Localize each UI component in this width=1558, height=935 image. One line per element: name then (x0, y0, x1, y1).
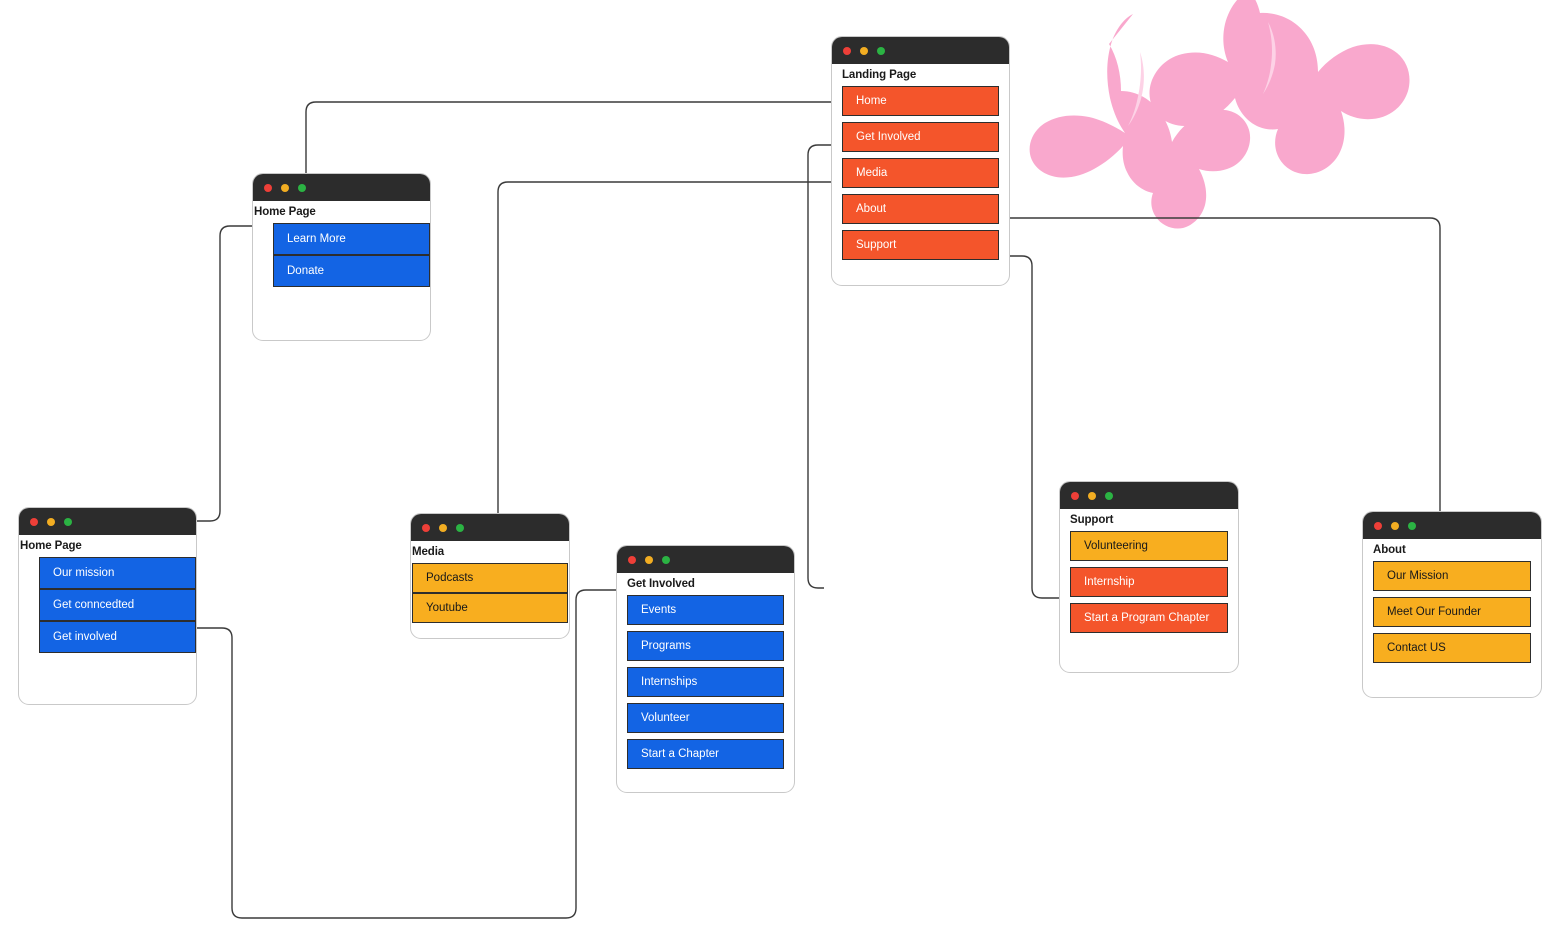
card-body: Media Podcasts Youtube (411, 546, 569, 633)
wire-home-left-to-get-involved (196, 589, 616, 919)
card-about[interactable]: About Our Mission Meet Our Founder Conta… (1362, 511, 1542, 698)
nav-button-contact-us[interactable]: Contact US (1373, 633, 1531, 663)
nav-button-about[interactable]: About (842, 194, 999, 224)
nav-button-internships[interactable]: Internships (627, 667, 784, 697)
nav-button-list: Volunteering Internship Start a Program … (1070, 531, 1228, 633)
titlebar (832, 37, 1009, 64)
card-body: Landing Page Home Get Involved Media Abo… (832, 69, 1009, 274)
maximize-dot-icon[interactable] (877, 46, 885, 55)
nav-button-programs[interactable]: Programs (627, 631, 784, 661)
minimize-dot-icon[interactable] (645, 555, 653, 564)
card-title: Home Page (254, 206, 316, 218)
close-dot-icon[interactable] (30, 517, 38, 526)
nav-button-list: Our mission Get conncedted Get involved (39, 557, 196, 653)
maximize-dot-icon[interactable] (1105, 491, 1113, 500)
minimize-dot-icon[interactable] (1391, 521, 1399, 530)
card-body: Home Page Learn More Donate (253, 206, 430, 301)
card-title: Home Page (20, 540, 82, 552)
nav-button-our-mission[interactable]: Our mission (39, 557, 196, 589)
nav-button-learn-more[interactable]: Learn More (273, 223, 430, 255)
nav-button-volunteer[interactable]: Volunteer (627, 703, 784, 733)
nav-button-list: Podcasts Youtube (412, 563, 568, 623)
close-dot-icon[interactable] (422, 523, 430, 532)
maximize-dot-icon[interactable] (456, 523, 464, 532)
wire-media (497, 181, 832, 514)
card-title: Media (412, 546, 445, 558)
nav-button-get-involved[interactable]: Get Involved (842, 122, 999, 152)
nav-button-list: Learn More Donate (273, 223, 430, 287)
titlebar (19, 508, 196, 535)
titlebar (617, 546, 794, 573)
card-landing-page[interactable]: Landing Page Home Get Involved Media Abo… (831, 36, 1010, 286)
close-dot-icon[interactable] (843, 46, 851, 55)
maximize-dot-icon[interactable] (64, 517, 72, 526)
nav-button-podcasts[interactable]: Podcasts (412, 563, 568, 593)
minimize-dot-icon[interactable] (439, 523, 447, 532)
card-title: About (1373, 544, 1406, 556)
card-body: Support Volunteering Internship Start a … (1060, 514, 1238, 647)
wire-home-to-home-left (196, 225, 252, 522)
card-body: Get Involved Events Programs Internships… (617, 578, 794, 783)
nav-button-support[interactable]: Support (842, 230, 999, 260)
close-dot-icon[interactable] (1071, 491, 1079, 500)
minimize-dot-icon[interactable] (47, 517, 55, 526)
card-title: Support (1070, 514, 1114, 526)
card-home-page-top[interactable]: Home Page Learn More Donate (252, 173, 431, 341)
card-body: Home Page Our mission Get conncedted Get… (19, 540, 196, 667)
card-title: Landing Page (842, 69, 917, 81)
nav-button-list: Our Mission Meet Our Founder Contact US (1373, 561, 1531, 663)
butterfly-small-icon (1029, 14, 1251, 229)
card-title: Get Involved (627, 578, 695, 590)
nav-button-media[interactable]: Media (842, 158, 999, 188)
nav-button-events[interactable]: Events (627, 595, 784, 625)
maximize-dot-icon[interactable] (662, 555, 670, 564)
close-dot-icon[interactable] (264, 183, 272, 192)
butterfly-large-icon (1149, 0, 1410, 175)
nav-button-list: Events Programs Internships Volunteer St… (627, 595, 784, 769)
wire-home (305, 101, 832, 174)
nav-button-donate[interactable]: Donate (273, 255, 430, 287)
wire-support (1010, 255, 1060, 599)
nav-button-get-involved[interactable]: Get involved (39, 621, 196, 653)
card-body: About Our Mission Meet Our Founder Conta… (1363, 544, 1541, 677)
nav-button-volunteering[interactable]: Volunteering (1070, 531, 1228, 561)
maximize-dot-icon[interactable] (298, 183, 306, 192)
titlebar (253, 174, 430, 201)
wire-about (1010, 217, 1441, 512)
card-get-involved[interactable]: Get Involved Events Programs Internships… (616, 545, 795, 793)
nav-button-get-conncedted[interactable]: Get conncedted (39, 589, 196, 621)
card-media[interactable]: Media Podcasts Youtube (410, 513, 570, 639)
nav-button-start-a-program-chapter[interactable]: Start a Program Chapter (1070, 603, 1228, 633)
nav-button-youtube[interactable]: Youtube (412, 593, 568, 623)
nav-button-start-a-chapter[interactable]: Start a Chapter (627, 739, 784, 769)
maximize-dot-icon[interactable] (1408, 521, 1416, 530)
card-support[interactable]: Support Volunteering Internship Start a … (1059, 481, 1239, 673)
minimize-dot-icon[interactable] (281, 183, 289, 192)
card-home-page-left[interactable]: Home Page Our mission Get conncedted Get… (18, 507, 197, 705)
titlebar (1060, 482, 1238, 509)
minimize-dot-icon[interactable] (860, 46, 868, 55)
nav-button-our-mission[interactable]: Our Mission (1373, 561, 1531, 591)
close-dot-icon[interactable] (1374, 521, 1382, 530)
nav-button-home[interactable]: Home (842, 86, 999, 116)
close-dot-icon[interactable] (628, 555, 636, 564)
wire-get-involved (807, 144, 832, 589)
nav-button-list: Home Get Involved Media About Support (842, 86, 999, 260)
minimize-dot-icon[interactable] (1088, 491, 1096, 500)
nav-button-meet-our-founder[interactable]: Meet Our Founder (1373, 597, 1531, 627)
titlebar (411, 514, 569, 541)
titlebar (1363, 512, 1541, 539)
nav-button-internship[interactable]: Internship (1070, 567, 1228, 597)
